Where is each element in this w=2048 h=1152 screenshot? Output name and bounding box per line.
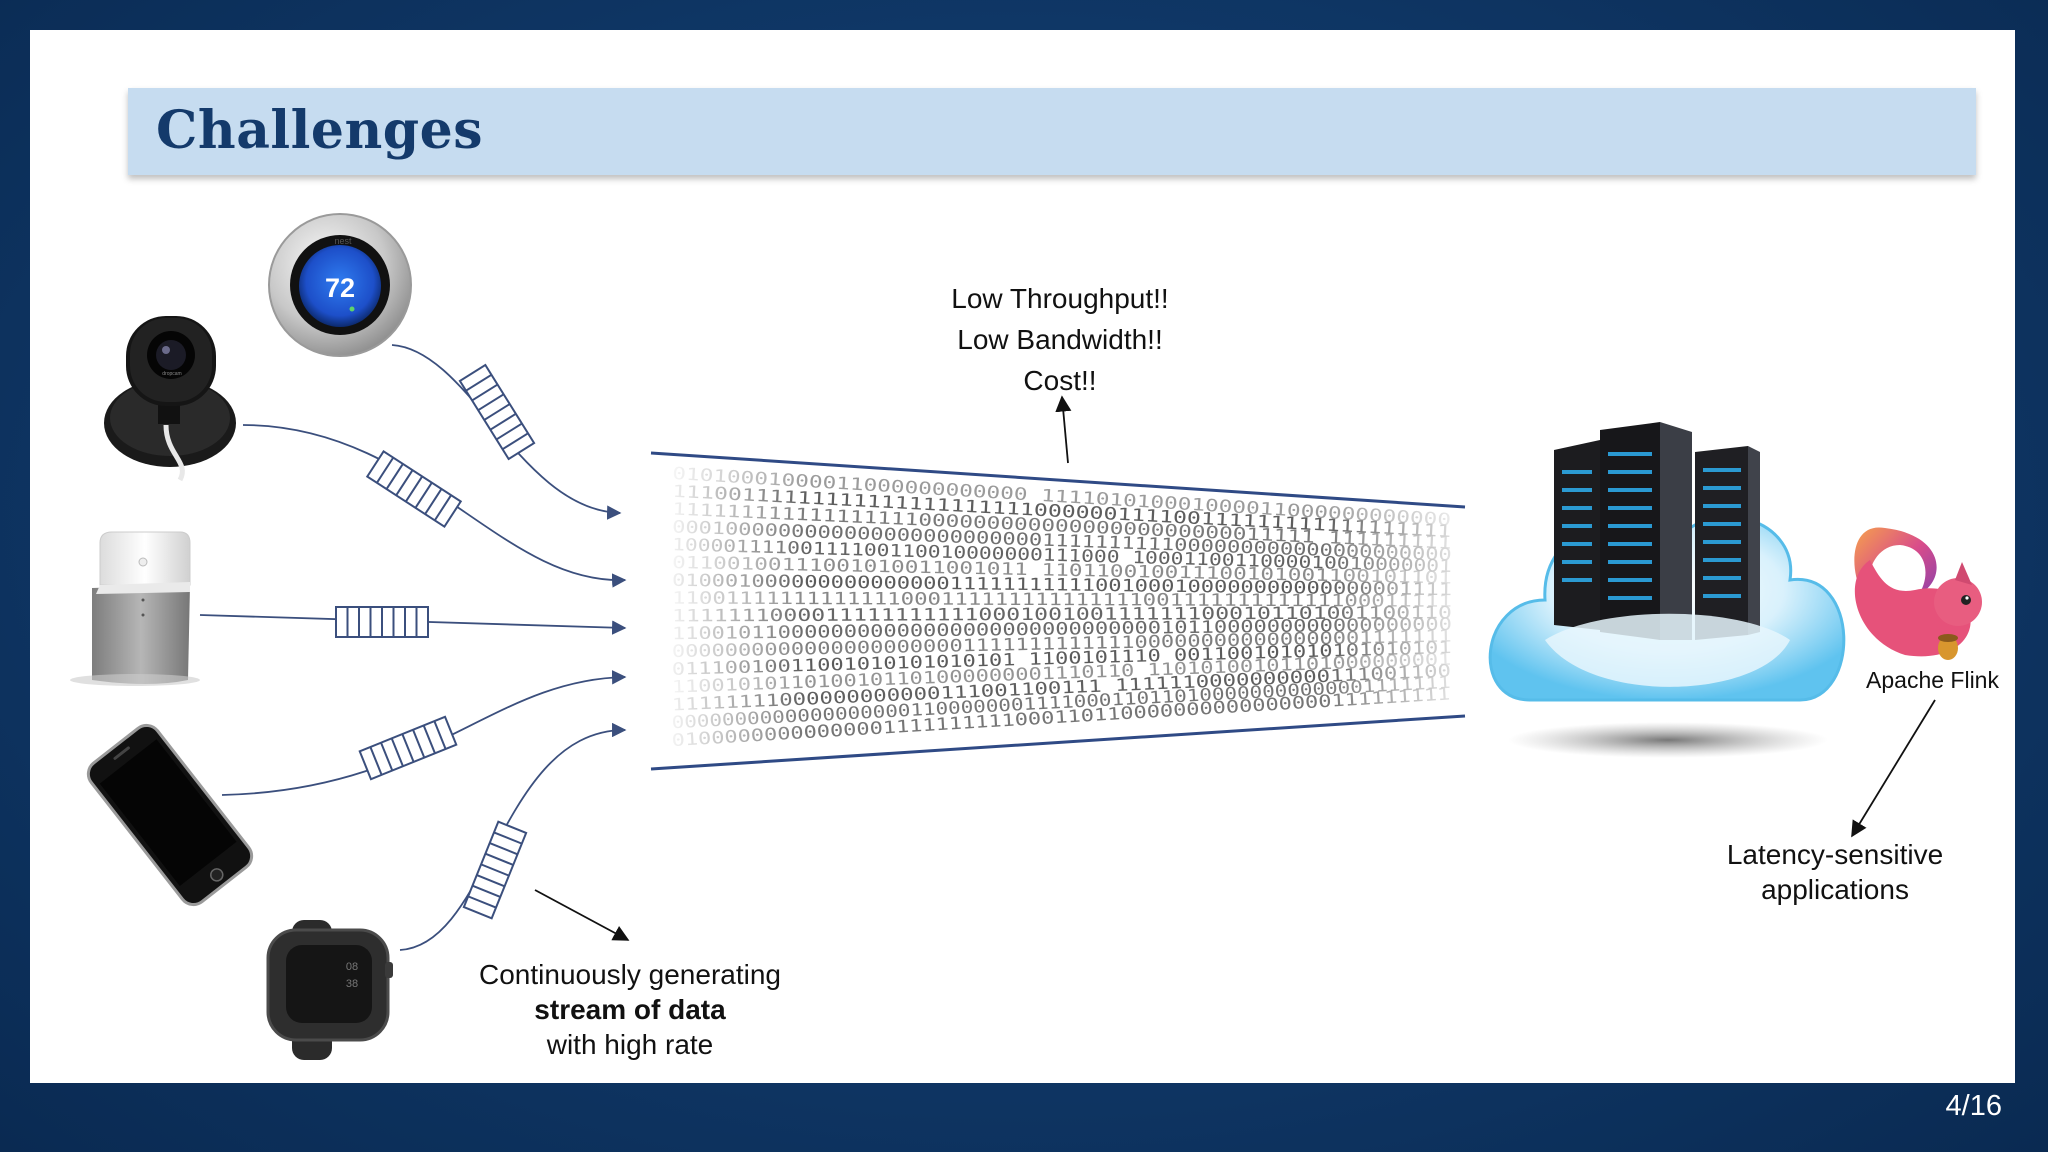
issues-arrow: [1055, 395, 1072, 464]
thermostat-brand: nest: [334, 236, 352, 246]
slide-title: Challenges: [156, 100, 484, 161]
latency-label: Latency-sensitive applications: [1695, 837, 1975, 907]
queue-watch: [462, 820, 528, 920]
page-number: 4/16: [1945, 1090, 2002, 1122]
stream-line-2-bold: stream of data: [534, 994, 726, 1025]
thermostat-temperature: 72: [325, 273, 355, 303]
queue-thermostat: [458, 363, 536, 461]
svg-text:38: 38: [346, 978, 358, 990]
latency-line-1: Latency-sensitive: [1726, 839, 1944, 870]
flow-lines: [199, 344, 627, 951]
stream-top-edge: [650, 451, 1466, 509]
stream-description-label: Continuously generating stream of data w…: [460, 957, 800, 1062]
stream-bottom-edge: [650, 714, 1466, 771]
svg-text:dropcam: dropcam: [162, 371, 181, 377]
issue-throughput: Low Throughput!!: [951, 283, 1169, 314]
stream-line-1: Continuously generating: [479, 959, 781, 990]
apache-flink-logo: [1854, 527, 1982, 660]
queue-camera: [365, 449, 463, 529]
issue-bandwidth: Low Bandwidth!!: [957, 324, 1163, 355]
stream-arrow: [534, 889, 630, 941]
issues-label: Low Throughput!! Low Bandwidth!! Cost!!: [920, 278, 1200, 401]
latency-line-2: applications: [1761, 874, 1909, 905]
camera-icon: dropcam: [104, 316, 236, 482]
stream-line-3: with high rate: [546, 1029, 714, 1060]
title-bar: Challenges: [128, 88, 1976, 175]
cloud-servers-icon: [1488, 422, 1846, 758]
smartphone-icon: [86, 723, 254, 907]
data-stream: 01010001000011000000000000 1111010100010…: [650, 451, 1470, 771]
flink-label: Apache Flink: [1866, 667, 1999, 693]
smart-speaker-icon: [70, 531, 200, 686]
thermostat-icon: nest 72: [268, 213, 412, 357]
issue-cost: Cost!!: [1023, 365, 1097, 396]
smartwatch-icon: 08 38: [266, 920, 393, 1060]
latency-arrow: [1851, 699, 1936, 838]
svg-text:08: 08: [346, 961, 358, 973]
queue-phone: [358, 715, 458, 781]
queue-speaker: [335, 606, 429, 638]
